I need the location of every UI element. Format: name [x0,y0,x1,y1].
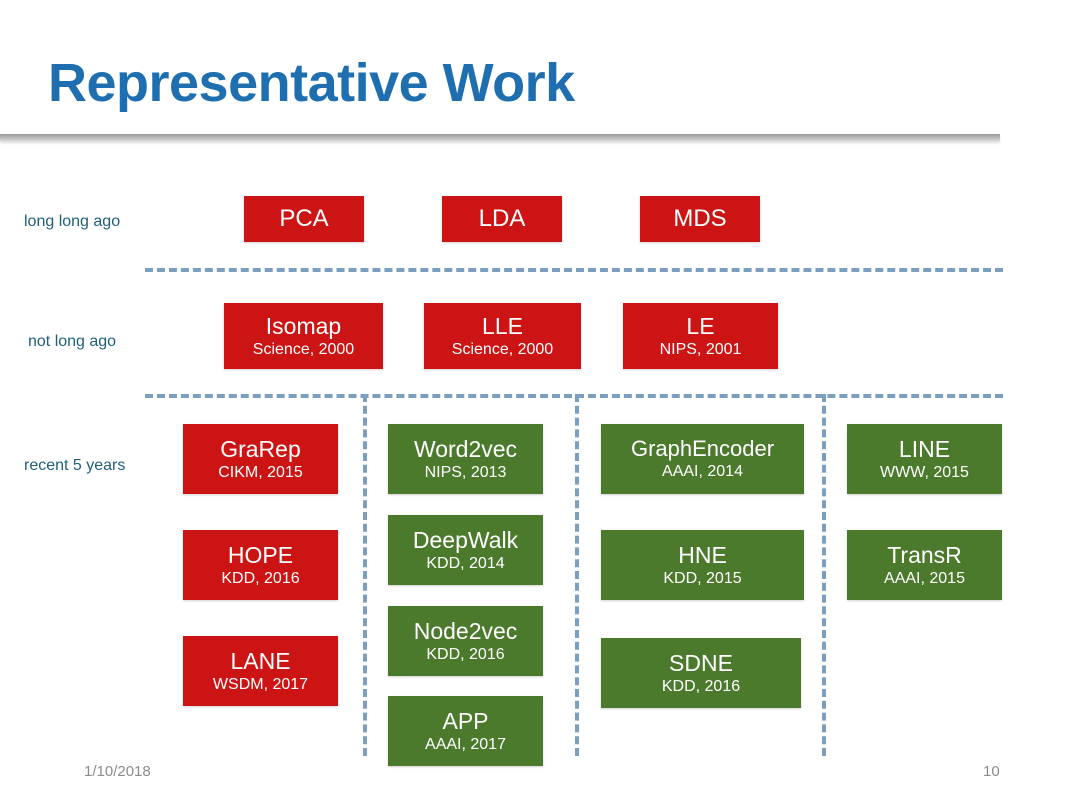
method-box-pca[interactable]: PCA [244,196,364,242]
method-name: LLE [482,312,523,339]
method-name: DeepWalk [412,526,519,553]
method-box-lle[interactable]: LLE Science, 2000 [424,303,581,369]
method-name: LANE [230,647,291,674]
method-venue: WWW, 2015 [880,463,969,481]
method-box-grarep[interactable]: GraRep CIKM, 2015 [183,424,338,494]
horizontal-dashed-divider-2 [145,394,1003,398]
method-box-word2vec[interactable]: Word2vec NIPS, 2013 [388,424,543,494]
method-venue: AAAI, 2017 [425,735,506,753]
row-label-recent-5-years: recent 5 years [24,457,126,474]
method-name: HNE [678,541,727,568]
method-name: LE [686,312,715,339]
row-label-not-long-ago: not long ago [28,333,117,350]
vertical-dashed-divider-3 [822,394,826,756]
method-name: PCA [279,205,329,233]
page-title: Representative Work [48,53,575,113]
method-box-deepwalk[interactable]: DeepWalk KDD, 2014 [388,515,543,585]
method-name: HOPE [227,541,294,568]
method-name: GraphEncoder [630,436,775,462]
method-name: APP [442,707,489,734]
footer-page-number: 10 [983,763,1000,780]
method-box-node2vec[interactable]: Node2vec KDD, 2016 [388,606,543,676]
method-venue: NIPS, 2001 [659,340,742,358]
title-divider-rule [0,134,1000,141]
row-label-long-long-ago: long long ago [24,213,121,230]
method-venue: KDD, 2014 [426,554,505,572]
method-name: GraRep [220,435,301,462]
method-name: Word2vec [413,435,518,462]
method-box-le[interactable]: LE NIPS, 2001 [623,303,778,369]
method-name: MDS [673,205,727,233]
method-venue: AAAI, 2015 [884,569,965,587]
method-box-transr[interactable]: TransR AAAI, 2015 [847,530,1002,600]
method-venue: CIKM, 2015 [218,463,303,481]
method-venue: AAAI, 2014 [662,463,743,481]
method-name: LDA [478,205,526,233]
method-venue: KDD, 2016 [221,569,300,587]
method-box-sdne[interactable]: SDNE KDD, 2016 [601,638,801,708]
method-name: Isomap [265,312,342,339]
method-name: LINE [898,435,951,462]
method-box-hope[interactable]: HOPE KDD, 2016 [183,530,338,600]
method-box-isomap[interactable]: Isomap Science, 2000 [224,303,383,369]
method-box-lda[interactable]: LDA [442,196,562,242]
vertical-dashed-divider-1 [363,394,367,756]
method-venue: Science, 2000 [252,340,355,358]
method-box-app[interactable]: APP AAAI, 2017 [388,696,543,766]
method-venue: KDD, 2016 [661,677,741,695]
vertical-dashed-divider-2 [575,394,579,756]
footer-date: 1/10/2018 [84,763,151,780]
method-name: SDNE [669,649,733,676]
method-box-mds[interactable]: MDS [640,196,760,242]
method-box-line[interactable]: LINE WWW, 2015 [847,424,1002,494]
horizontal-dashed-divider-1 [145,268,1003,272]
method-venue: Science, 2000 [451,340,554,358]
method-box-lane[interactable]: LANE WSDM, 2017 [183,636,338,706]
method-name: TransR [887,541,962,568]
method-venue: KDD, 2016 [426,645,505,663]
method-venue: NIPS, 2013 [424,463,507,481]
method-name: Node2vec [413,617,518,644]
method-venue: KDD, 2015 [663,569,742,587]
method-box-hne[interactable]: HNE KDD, 2015 [601,530,804,600]
method-venue: WSDM, 2017 [212,675,309,693]
method-box-graphencoder[interactable]: GraphEncoder AAAI, 2014 [601,424,804,494]
